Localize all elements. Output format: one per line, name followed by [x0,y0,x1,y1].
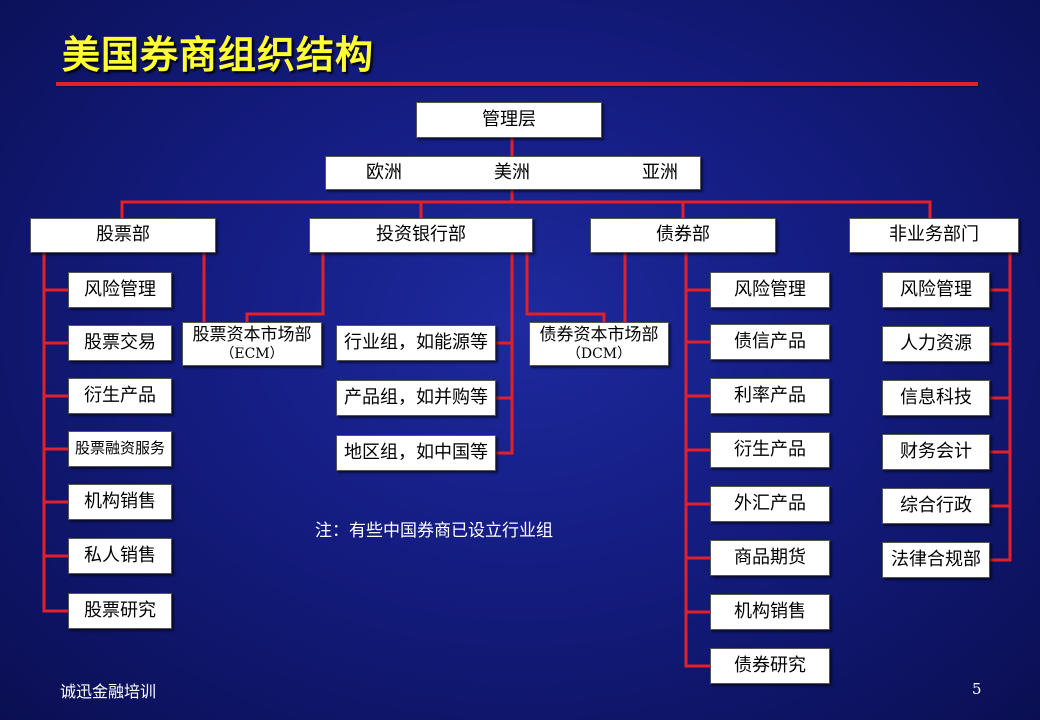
ecm-box: 股票资本市场部 （ECM） [182,322,322,366]
equity-item: 股票融资服务 [68,431,172,467]
fixed-income-item: 外汇产品 [710,486,830,522]
equity-item: 衍生产品 [68,378,172,414]
region-americas: 美洲 [494,162,530,183]
fixed-income-item: 衍生产品 [710,432,830,468]
non-business-item: 法律合规部 [882,542,990,578]
non-business-item: 风险管理 [882,272,990,308]
non-business-item: 综合行政 [882,488,990,524]
equity-item: 股票研究 [68,593,172,629]
ibd-group: 地区组，如中国等 [336,435,496,471]
management-box: 管理层 [416,102,602,138]
ecm-title: 股票资本市场部 [192,325,312,346]
non-business-item: 财务会计 [882,434,990,470]
region-asia: 亚洲 [642,162,678,183]
non-business-department: 非业务部门 [849,218,1019,253]
non-business-item: 人力资源 [882,326,990,362]
footer-brand: 诚迅金融培训 [60,682,157,701]
ibd-group: 行业组，如能源等 [336,325,496,361]
slide-title: 美国券商组织结构 [62,33,375,77]
fixed-income-department: 债券部 [590,218,776,253]
title-underline [56,82,978,86]
equity-item: 股票交易 [68,325,172,361]
footnote: 注：有些中国券商已设立行业组 [315,521,553,541]
equity-department: 股票部 [30,218,216,253]
ibd-department: 投资银行部 [309,218,533,253]
page-number: 5 [972,680,982,698]
ibd-group: 产品组，如并购等 [336,380,496,416]
fixed-income-item: 风险管理 [710,272,830,308]
fixed-income-item: 债信产品 [710,324,830,360]
equity-item: 机构销售 [68,484,172,520]
equity-item: 风险管理 [68,272,172,308]
fixed-income-item: 利率产品 [710,378,830,414]
fixed-income-item: 债券研究 [710,648,830,684]
fixed-income-item: 机构销售 [710,594,830,630]
equity-item: 私人销售 [68,538,172,574]
regions-box: 欧洲 美洲 亚洲 [325,156,701,190]
dcm-abbrev: （DCM） [566,345,632,362]
dcm-title: 债券资本市场部 [539,325,659,346]
ecm-abbrev: （ECM） [220,345,284,362]
region-europe: 欧洲 [366,162,402,183]
fixed-income-item: 商品期货 [710,540,830,576]
dcm-box: 债券资本市场部 （DCM） [529,322,669,366]
non-business-item: 信息科技 [882,380,990,416]
